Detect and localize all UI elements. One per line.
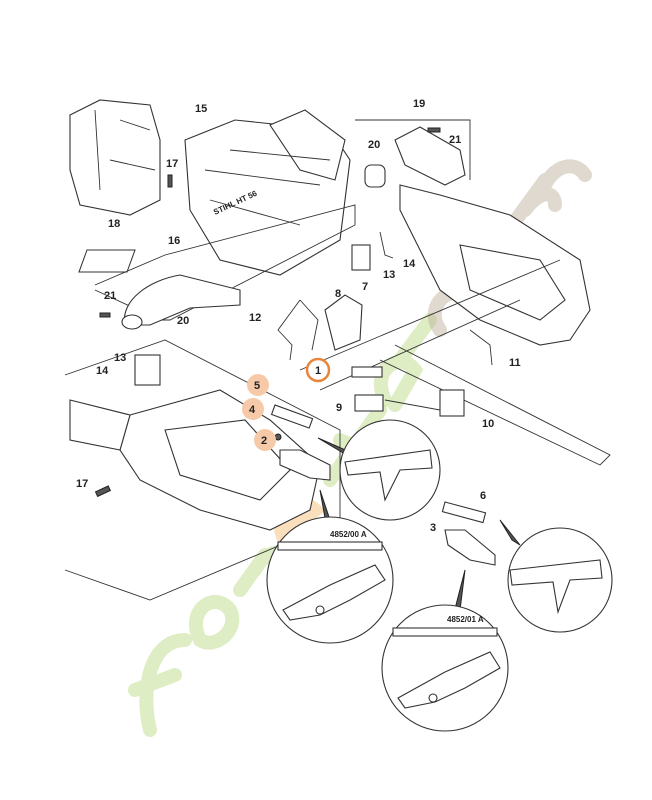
callout-18: 18: [108, 218, 120, 230]
detail-code-4852-01: 4852/01 A: [447, 615, 484, 624]
callout-15: 15: [195, 103, 207, 115]
part-13-lower: [134, 354, 161, 386]
detail-code-4852-00: 4852/00 A: [330, 530, 367, 539]
callout-20-top: 20: [368, 139, 380, 151]
part-6-lever: [441, 501, 487, 524]
callout-6: 6: [480, 490, 486, 502]
callout-1-highlight: [305, 357, 331, 383]
part-1-block: [351, 366, 383, 378]
callout-21-left: 21: [104, 290, 116, 302]
callout-19: 19: [413, 98, 425, 110]
callout-4-highlight: [242, 398, 264, 420]
part-9-connector: [354, 394, 384, 412]
part-20-tube: [121, 274, 241, 330]
callout-11: 11: [509, 357, 521, 369]
callout-17-lower: 17: [76, 478, 88, 490]
callout-13-lower: 13: [114, 352, 126, 364]
callout-9: 9: [336, 402, 342, 414]
part-21-screw: [99, 312, 111, 318]
part-10-switch: [439, 389, 465, 417]
detail-circle-lever-6: [499, 519, 613, 633]
callout-7: 7: [362, 281, 368, 293]
part-18-cover: [69, 99, 161, 216]
part-16-label: [78, 249, 136, 273]
callout-12: 12: [249, 312, 261, 324]
callout-20-left: 20: [177, 315, 189, 327]
part-14-upper: [379, 231, 394, 259]
callout-5: 5: [254, 380, 260, 392]
part-3-trigger: [444, 529, 496, 566]
part-19-cover: [364, 126, 466, 188]
detail-circle-4852-00: [266, 489, 394, 644]
callout-3: 3: [430, 522, 436, 534]
callout-4: 4: [249, 404, 256, 416]
callout-16: 16: [168, 235, 180, 247]
part-2-trigger: [279, 449, 331, 481]
detail-circle-lever-5: [317, 419, 441, 521]
part-17-lower-screw: [94, 485, 111, 498]
part-8-switch: [324, 294, 363, 351]
part-13-upper: [351, 244, 371, 271]
callout-13-upper: 13: [383, 269, 395, 281]
callout-5-highlight: [247, 374, 269, 396]
detail-circle-4852-01: [381, 569, 509, 732]
part-19-bracket: [355, 119, 471, 180]
callout-17-top: 17: [166, 158, 178, 170]
part-5-lever: [270, 404, 314, 429]
callout-8: 8: [335, 288, 341, 300]
callout-2-highlight: [254, 429, 276, 451]
callout-14-upper: 14: [403, 258, 416, 270]
part-11-cable: [469, 329, 493, 366]
callout-21-top: 21: [449, 134, 461, 146]
callout-14-lower: 14: [96, 365, 109, 377]
part-17-screw: [167, 174, 173, 188]
callout-2: 2: [261, 435, 267, 447]
part-15-housing: [184, 109, 351, 276]
rear-handle: [399, 184, 591, 346]
part-12-wire: [277, 299, 319, 361]
callout-1: 1: [315, 365, 321, 377]
callout-10: 10: [482, 418, 494, 430]
